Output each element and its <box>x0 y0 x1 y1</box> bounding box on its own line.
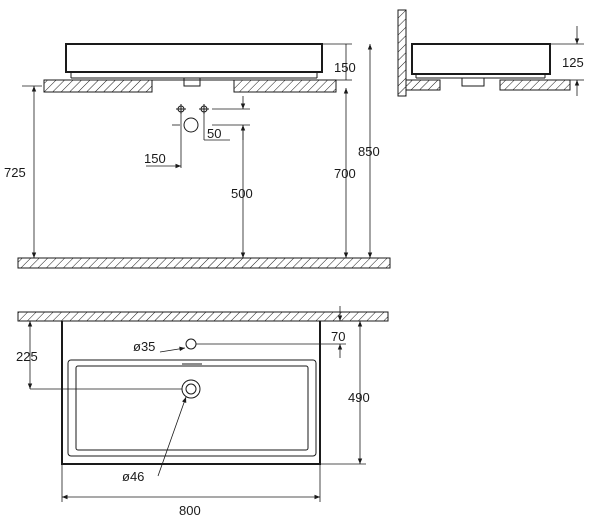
basin-side-profile <box>65 43 323 87</box>
dimension-150-drain: 150 <box>144 114 182 169</box>
dimension-225: 225 <box>16 321 38 389</box>
waste-outlet: ø46 <box>30 379 201 484</box>
wall-plan <box>17 311 389 322</box>
tap-hole: ø35 <box>133 338 346 354</box>
tap-hole-dia-label: ø35 <box>133 339 155 354</box>
dimension-850: 850 <box>358 44 380 258</box>
basin-plan-outline <box>61 321 321 465</box>
dimension-490: 490 <box>320 321 370 465</box>
dim-225-label: 225 <box>16 349 38 364</box>
dimension-500: 500 <box>231 125 253 258</box>
dim-725-label: 725 <box>4 165 26 180</box>
dim-150-drain-label: 150 <box>144 151 166 166</box>
side-view: 725 150 50 500 150 700 <box>4 43 391 269</box>
floor-side <box>17 257 391 269</box>
dimension-700: 700 <box>334 88 356 258</box>
dim-490-label: 490 <box>348 390 370 405</box>
end-view: 125 <box>397 9 584 97</box>
dim-125-label: 125 <box>562 55 584 70</box>
dim-850-label: 850 <box>358 144 380 159</box>
dim-500-label: 500 <box>231 186 253 201</box>
dim-50-label: 50 <box>207 126 221 141</box>
dim-150-basin-label: 150 <box>334 60 356 75</box>
dimension-725: 725 <box>4 85 42 258</box>
connection-symbols <box>172 104 209 133</box>
dimension-50: 50 <box>203 96 250 141</box>
basin-end-profile <box>411 43 551 87</box>
dimension-800: 800 <box>61 464 321 518</box>
dim-70-label: 70 <box>331 329 345 344</box>
wall-end <box>397 9 407 97</box>
waste-dia-label: ø46 <box>122 469 144 484</box>
countertop-end <box>405 79 571 91</box>
dimension-150-basin: 150 <box>322 43 356 81</box>
dim-800-label: 800 <box>179 503 201 518</box>
dimension-125: 125 <box>550 26 584 96</box>
dim-700-label: 700 <box>334 166 356 181</box>
dimension-70: 70 <box>331 306 345 358</box>
countertop-section <box>43 79 337 93</box>
plan-view: ø35 ø46 225 70 490 800 <box>16 306 389 518</box>
